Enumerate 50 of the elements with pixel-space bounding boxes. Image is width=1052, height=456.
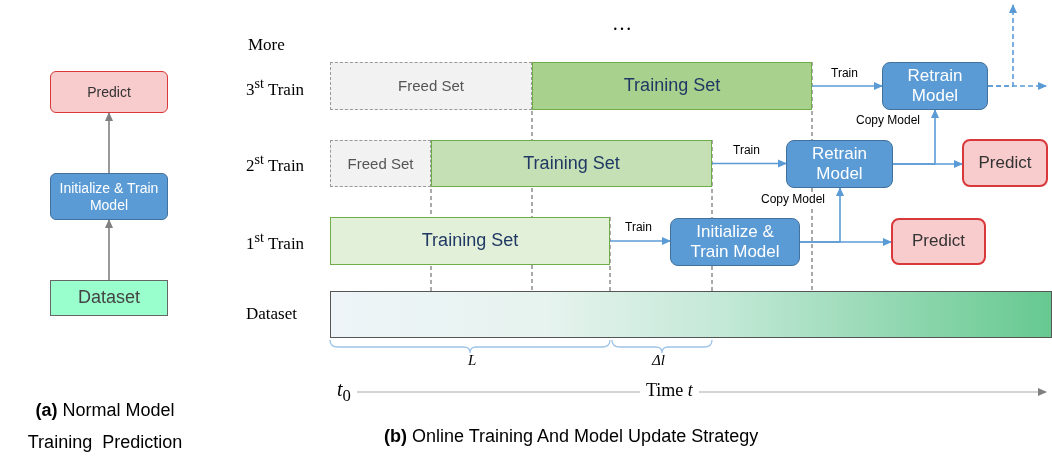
predict-box [962, 139, 1048, 187]
node-text: Retrain Model [811, 143, 868, 185]
dataset-box [50, 280, 168, 316]
training-set-bar [431, 140, 712, 187]
dimension-label: Δl [652, 352, 665, 369]
node-text: Predict [87, 83, 131, 101]
dimension-label: L [468, 352, 477, 369]
ellipsis-text: … [612, 12, 632, 35]
arrow [105, 219, 113, 281]
figure-caption: (a) Normal Model Training Prediction [26, 399, 184, 454]
row-label: 1$^{st}$ Train [246, 229, 305, 254]
edge-label: Copy Model [855, 113, 922, 127]
arrow [987, 4, 1017, 87]
arrow [711, 159, 787, 168]
row-label: 2$^{st}$ Train [246, 151, 305, 176]
freed-set-bar [330, 140, 431, 187]
node-text: Initialize & Train Model [689, 221, 781, 263]
arrow [609, 237, 671, 245]
node-text: Freed Set [398, 77, 464, 95]
row-label: Dataset [246, 303, 297, 324]
node-text: Training Set [421, 230, 519, 252]
node-text: Training Set [623, 75, 721, 97]
node-text: Initialize & Train Model [58, 179, 160, 214]
arrow [892, 109, 939, 165]
node-text: Freed Set [347, 154, 414, 173]
node-text: Dataset [77, 287, 140, 309]
training-set-bar [532, 62, 812, 110]
edge-label: Train [830, 66, 859, 80]
edge-label: Train [732, 143, 761, 157]
freed-set-bar [330, 62, 532, 110]
dataset-bar [330, 291, 1052, 338]
model-box [50, 173, 168, 220]
training-set-bar [330, 217, 610, 265]
figure-caption: (b) Online Training And Model Update Strategy [384, 426, 759, 447]
predict-box [50, 71, 168, 113]
row-label: More [248, 35, 285, 55]
node-text: Training Set [523, 152, 620, 175]
model-box [882, 62, 988, 110]
predict-box [891, 218, 986, 265]
model-box [670, 218, 800, 266]
arrow [105, 112, 113, 174]
node-text: Predict [978, 152, 1032, 174]
model-box [786, 140, 893, 188]
edge-label: Copy Model [760, 192, 827, 206]
node-text: Retrain Model [906, 65, 964, 107]
edge-label: Train [624, 220, 653, 234]
arrow [811, 82, 883, 90]
node-text: Predict [912, 231, 965, 252]
row-label: 3$^{st}$ Train [246, 75, 305, 100]
arrow [799, 187, 844, 243]
